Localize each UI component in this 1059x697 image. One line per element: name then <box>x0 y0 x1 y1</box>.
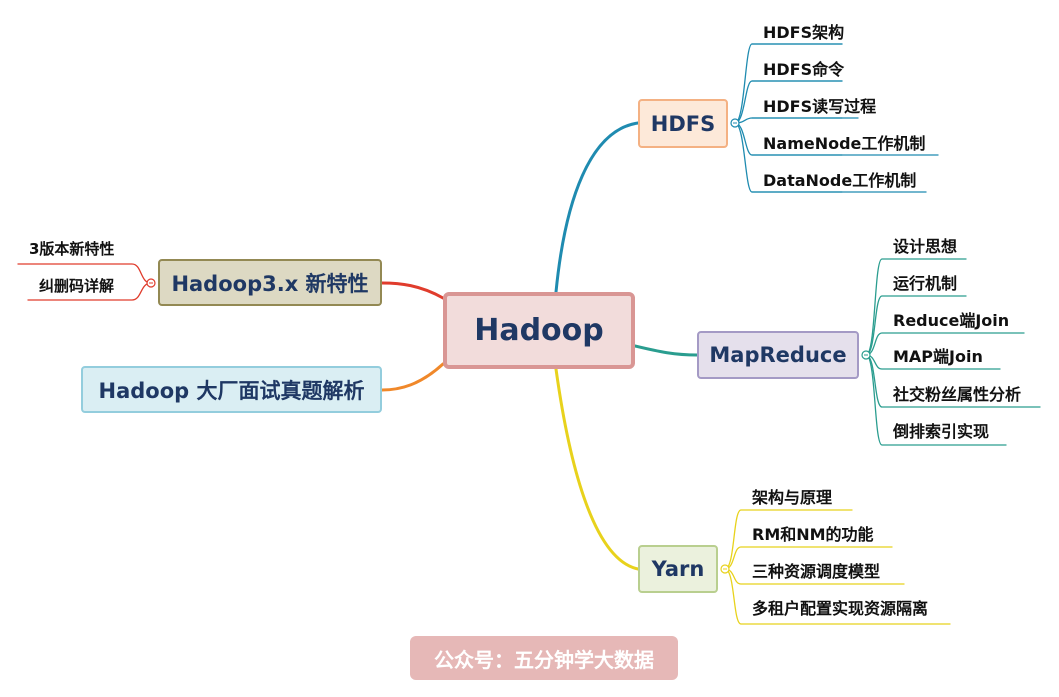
subtopic-social-fans-analysis[interactable]: 社交粉丝属性分析 <box>893 385 1022 404</box>
topic-hdfs[interactable]: HDFS <box>638 99 728 148</box>
subtopic-datanode-mechanism[interactable]: DataNode工作机制 <box>763 171 917 190</box>
subtopic-namenode-mechanism[interactable]: NameNode工作机制 <box>763 134 926 153</box>
topic-mapreduce[interactable]: MapReduce <box>697 331 859 379</box>
topic-interview-questions[interactable]: Hadoop 大厂面试真题解析 <box>81 366 382 413</box>
subtopic-v3-features[interactable]: 3版本新特性 <box>29 240 115 258</box>
leaf-line-hdfs-2 <box>734 117 843 124</box>
subtopic-yarn-architecture[interactable]: 架构与原理 <box>752 488 833 507</box>
leaf-line-mapreduce-0 <box>865 258 967 356</box>
subtopic-hdfs-architecture[interactable]: HDFS架构 <box>763 23 845 42</box>
branch-line-interview <box>380 362 445 392</box>
branch-line-hadoop3 <box>380 281 445 300</box>
subtopic-multi-tenant-isolation[interactable]: 多租户配置实现资源隔离 <box>752 599 929 618</box>
subtopic-hdfs-read-write[interactable]: HDFS读写过程 <box>763 97 877 116</box>
subtopic-map-join[interactable]: MAP端Join <box>893 347 983 366</box>
central-topic-hadoop[interactable]: Hadoop <box>443 292 635 369</box>
subtopic-erasure-coding[interactable]: 纠删码详解 <box>39 277 115 295</box>
branch-line-mapreduce <box>633 344 699 357</box>
subtopic-scheduler-models[interactable]: 三种资源调度模型 <box>752 562 881 581</box>
subtopic-design-idea[interactable]: 设计思想 <box>893 237 958 256</box>
watermark-label: 公众号：五分钟学大数据 <box>410 636 678 680</box>
subtopic-rm-nm-functions[interactable]: RM和NM的功能 <box>752 525 874 544</box>
subtopic-run-mechanism[interactable]: 运行机制 <box>893 274 958 293</box>
subtopic-hdfs-commands[interactable]: HDFS命令 <box>763 60 845 79</box>
subtopic-inverted-index[interactable]: 倒排索引实现 <box>893 422 990 441</box>
branch-line-yarn <box>554 367 640 571</box>
topic-hadoop3-new-features[interactable]: Hadoop3.x 新特性 <box>158 259 382 306</box>
leaf-line-mapreduce-5 <box>865 354 1007 446</box>
branch-line-hdfs <box>554 121 640 294</box>
topic-yarn[interactable]: Yarn <box>638 545 718 593</box>
subtopic-reduce-join[interactable]: Reduce端Join <box>893 311 1010 330</box>
